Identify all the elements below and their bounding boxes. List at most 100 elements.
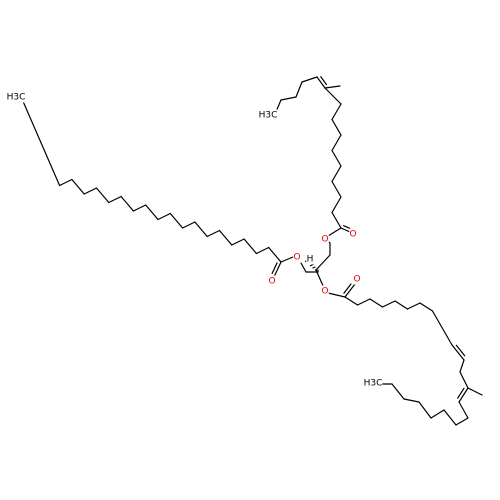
chain1-methyl-label: H3C xyxy=(6,91,26,103)
chain3-carbonyl-oxygen-background xyxy=(353,273,361,285)
chain3-alkene2-b xyxy=(457,387,465,399)
chain3-link-2 xyxy=(467,387,483,396)
chain2-carbonyl-oxygen: O xyxy=(349,228,357,240)
chain1-bond-12 xyxy=(120,195,134,212)
chain3-tail-3 xyxy=(430,409,445,419)
chain3-alkene1-a xyxy=(451,344,465,361)
ester-oxygen-1-text: O xyxy=(293,253,300,263)
chain1-bond-5 xyxy=(206,229,221,238)
chain3-tail-5 xyxy=(403,398,420,403)
chain1-bond-10 xyxy=(145,204,159,221)
chain3-tail-6 xyxy=(391,383,405,400)
chain1-terminal-bond xyxy=(21,98,61,187)
chain1-o-c xyxy=(280,256,294,263)
chain2-lower-bond-5 xyxy=(331,134,342,152)
chain2-methyl-label: H3C xyxy=(258,109,278,121)
chain3-methyl-label-background xyxy=(363,377,383,389)
chain3-upper-bond-4 xyxy=(394,300,409,310)
chain1-carbonyl-a xyxy=(273,261,282,278)
chain1-bond-15 xyxy=(83,187,98,195)
chain1-methyl-label-text: H3C xyxy=(7,93,26,103)
backbone-c2-o3 xyxy=(315,269,325,289)
chain3-tail-1 xyxy=(455,417,469,426)
chain3-o-c xyxy=(327,292,346,298)
ester-oxygen-3-background xyxy=(321,285,329,297)
chain1-bond-1 xyxy=(255,246,270,255)
chain2-alkene-a xyxy=(316,76,326,89)
chain2-lower-bond-3 xyxy=(331,165,342,183)
chain3-link-1 xyxy=(459,371,469,389)
chain3-tail-0 xyxy=(458,401,469,419)
chain3-upper-bond-3 xyxy=(381,300,396,308)
chain2-lower-bond-4 xyxy=(331,149,342,167)
bond-layer xyxy=(21,76,483,426)
chain3-link-0 xyxy=(459,359,465,373)
chain1-bond-0 xyxy=(268,246,282,263)
chain2-lower-bond-7 xyxy=(331,103,342,121)
chain1-carbonyl-b xyxy=(271,262,278,274)
chain1-bond-14 xyxy=(95,187,110,204)
chain3-upper-bond-6 xyxy=(419,302,434,312)
chain1-bond-11 xyxy=(132,204,147,212)
ester-oxygen-1-background xyxy=(293,251,301,263)
chain1-bond-8 xyxy=(169,212,184,229)
chain3-carbonyl-b xyxy=(343,283,352,294)
chain1-bond-3 xyxy=(231,238,245,246)
chain3-to-alkene1 xyxy=(431,310,453,346)
chain2-tail-0 xyxy=(301,76,318,83)
chiral-hydrogen-label-text: H xyxy=(307,255,314,265)
ester-oxygen-2: O xyxy=(321,233,329,245)
chain2-o-c xyxy=(327,227,342,237)
chain1-bond-4 xyxy=(218,229,233,246)
chain3-carbonyl-oxygen-text: O xyxy=(353,275,360,285)
chain2-tail-2 xyxy=(280,96,297,101)
chain2-alkene-right xyxy=(324,85,341,89)
chain2-lower-bond-1 xyxy=(331,196,342,214)
chain2-alkene-b xyxy=(320,76,327,86)
chain3-upper-bond-1 xyxy=(356,298,371,306)
chain3-tail-4 xyxy=(418,401,432,419)
chain1-carbonyl-oxygen-background xyxy=(268,275,276,287)
chain1-bond-6 xyxy=(194,221,208,238)
chain2-methyl-label-text: H3C xyxy=(259,111,278,121)
chain2-lower-bond-0 xyxy=(331,211,342,229)
chain2-carbonyl-oxygen-background xyxy=(349,228,357,240)
chain1-bond-2 xyxy=(243,238,257,255)
ester-oxygen-1: O xyxy=(293,251,301,263)
stereo-hash-1 xyxy=(312,266,316,269)
chain1-bond-17 xyxy=(58,178,73,187)
chain2-lower-bond-2 xyxy=(331,180,342,198)
chain3-methyl-label-text: H3C xyxy=(364,379,383,389)
chain3-upper-bond-0 xyxy=(344,296,359,306)
chiral-hydrogen-label: H xyxy=(306,253,314,265)
chain1-methyl-label-background xyxy=(6,91,26,103)
chain2-lower-bond-6 xyxy=(331,118,342,136)
chain2-carbonyl-oxygen-text: O xyxy=(349,230,356,240)
chain1-bond-16 xyxy=(71,178,85,195)
chain1-bond-13 xyxy=(108,195,122,204)
ester-oxygen-3: O xyxy=(321,285,329,297)
chain2-carbonyl-a xyxy=(340,227,351,233)
chain2-carbonyl-b xyxy=(343,225,351,230)
chain1-bond-9 xyxy=(157,212,171,221)
chain2-tail-1 xyxy=(295,81,303,98)
chain2-methyl-label-background xyxy=(258,109,278,121)
chain1-bond-7 xyxy=(182,221,196,229)
chain3-upper-bond-2 xyxy=(369,298,384,308)
chain3-tail-2 xyxy=(443,409,457,426)
backbone-c2-c3 xyxy=(315,254,331,271)
chain1-carbonyl-oxygen-text: O xyxy=(268,277,275,287)
chain3-carbonyl-oxygen: O xyxy=(353,273,361,285)
chain2-to-alkene xyxy=(324,87,342,105)
chain3-carbonyl-a xyxy=(344,283,356,298)
ester-oxygen-2-text: O xyxy=(321,235,328,245)
chiral-hydrogen-label-background xyxy=(306,253,314,265)
chain3-upper-bond-5 xyxy=(406,302,421,310)
chain3-alkene2-a xyxy=(458,387,469,403)
ester-oxygen-3-text: O xyxy=(321,287,328,297)
chain3-alkene1-b xyxy=(455,344,466,357)
chain1-carbonyl-oxygen: O xyxy=(268,275,276,287)
